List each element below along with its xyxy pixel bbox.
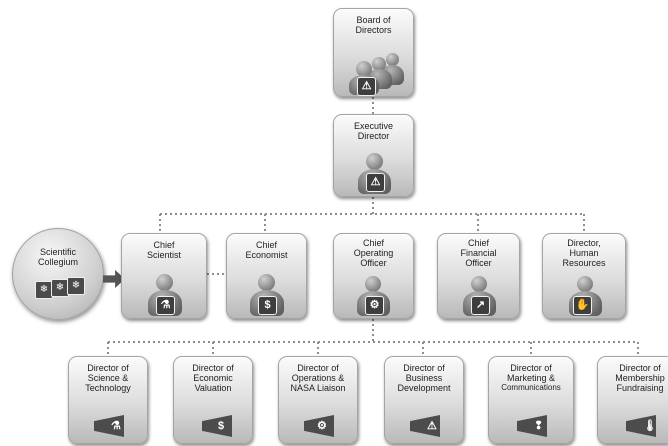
director-membership-fundraising-label: Director of Membership Fundraising — [615, 363, 665, 393]
chief-operating-officer-box: Chief Operating Officer ⚙ — [333, 233, 414, 319]
chief-financial-officer-label: Chief Financial Officer — [460, 238, 497, 268]
dollar-icon: $ — [258, 296, 277, 315]
chief-operating-officer-label: Chief Operating Officer — [353, 238, 394, 268]
director-operations-nasa-label: Director of Operations & NASA Liaison — [290, 363, 346, 393]
director-human-resources-box: Director, Human Resources ✋ — [542, 233, 626, 319]
chief-economist-box: Chief Economist $ — [226, 233, 307, 319]
director-marketing-communications-box: Director of Marketing & Communications ❢ — [488, 356, 574, 444]
director-human-resources-label: Director, Human Resources — [562, 238, 606, 268]
megaphone-icon — [410, 415, 440, 437]
gears-icon: ⚙ — [365, 296, 384, 315]
flask-icon: ⚗ — [156, 296, 175, 315]
thermometer-icon: 🌡 — [643, 420, 657, 432]
chief-scientist-box: Chief Scientist ⚗ — [121, 233, 207, 319]
director-business-development-box: Director of Business Development ⚠ — [384, 356, 464, 444]
collegium-icon-3: ❄ — [67, 277, 85, 295]
collegium-label: Scientific Collegium — [37, 247, 79, 267]
handshake-icon: ✋ — [573, 296, 592, 315]
chief-financial-officer-box: Chief Financial Officer ↗ — [437, 233, 520, 319]
megaphone-icon — [94, 415, 124, 437]
scientific-collegium-circle: Scientific Collegium ❄ ❄ ❄ — [12, 228, 104, 320]
dollar-icon: $ — [218, 420, 225, 432]
executive-badge-icon: ⚠ — [366, 173, 385, 192]
exclamation-icon: ❢ — [534, 420, 544, 432]
executive-director-box: Executive Director ⚠ — [333, 114, 414, 197]
board-badge-icon: ⚠ — [357, 77, 376, 96]
chart-trend-icon: ↗ — [471, 296, 490, 315]
executive-label: Executive Director — [353, 121, 394, 141]
board-label: Board of Directors — [355, 15, 392, 35]
director-economic-valuation-label: Director of Economic Valuation — [192, 363, 234, 393]
director-operations-nasa-box: Director of Operations & NASA Liaison ⚙ — [278, 356, 358, 444]
director-science-technology-box: Director of Science & Technology ⚗ — [68, 356, 148, 444]
megaphone-icon — [202, 415, 232, 437]
director-marketing-communications-label: Director of Marketing & Communications — [501, 363, 561, 392]
megaphone-icon — [626, 415, 656, 437]
director-business-development-label: Director of Business Development — [397, 363, 451, 393]
director-membership-fundraising-box: Director of Membership Fundraising 🌡 — [597, 356, 668, 444]
director-economic-valuation-box: Director of Economic Valuation $ — [173, 356, 253, 444]
chief-scientist-label: Chief Scientist — [146, 240, 181, 260]
sign-icon: ⚠ — [427, 420, 437, 432]
chief-economist-label: Chief Economist — [245, 240, 288, 260]
gears-icon: ⚙ — [317, 420, 327, 432]
board-of-directors-box: Board of Directors ⚠ — [333, 8, 414, 97]
megaphone-icon — [517, 415, 547, 437]
megaphone-icon — [304, 415, 334, 437]
director-science-technology-label: Director of Science & Technology — [85, 363, 131, 393]
flask-icon: ⚗ — [111, 420, 121, 432]
